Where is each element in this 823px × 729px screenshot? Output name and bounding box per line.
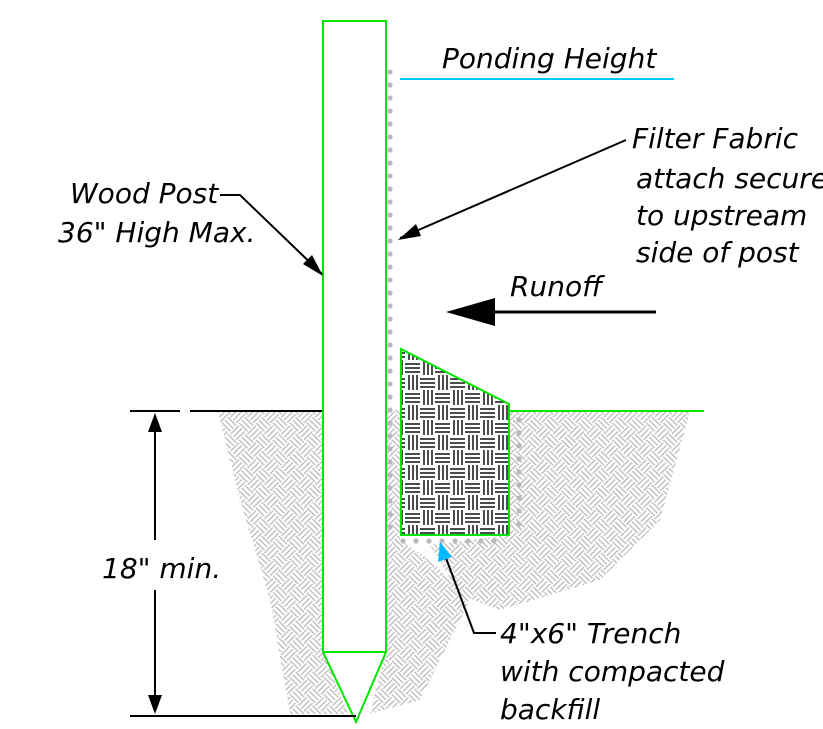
wood-post-leader-arrowhead xyxy=(303,255,323,276)
filter-fabric-leader-arrowhead xyxy=(398,224,421,240)
filter-fabric-dot xyxy=(516,469,522,475)
ponding-height-label: Ponding Height xyxy=(442,42,657,75)
filter-fabric-dot xyxy=(387,173,393,179)
wood-post-label-line2: 36" High Max. xyxy=(58,216,255,249)
soil-hatch-post-zone xyxy=(218,412,348,714)
filter-fabric-dot xyxy=(387,303,393,309)
dimension-arrowhead-bottom xyxy=(148,695,162,714)
filter-fabric-dot xyxy=(413,538,419,544)
filter-fabric-dot xyxy=(516,521,522,527)
filter-fabric-dot xyxy=(387,420,393,426)
filter-fabric-dot xyxy=(426,538,432,544)
filter-fabric-dot xyxy=(387,394,393,400)
filter-fabric-dot xyxy=(465,538,471,544)
filter-fabric-dot xyxy=(516,508,522,514)
filter-fabric-dot xyxy=(387,498,393,504)
filter-fabric-dot xyxy=(387,82,393,88)
filter-fabric-dot xyxy=(516,417,522,423)
wood-post-leader xyxy=(220,194,323,275)
filter-fabric-dot xyxy=(491,538,497,544)
filter-fabric-dot xyxy=(387,511,393,517)
soil-hatch-right-zone xyxy=(430,412,690,610)
filter-fabric-dot xyxy=(387,355,393,361)
filter-fabric-dot xyxy=(387,108,393,114)
filter-fabric-dot xyxy=(387,212,393,218)
dimension-arrowhead-top xyxy=(148,413,162,432)
runoff-label: Runoff xyxy=(510,270,605,303)
trench-label-line3: backfill xyxy=(500,693,600,726)
trench-label-line2: with compacted xyxy=(500,655,725,688)
filter-fabric-dot xyxy=(452,538,458,544)
filter-fabric-dot xyxy=(516,482,522,488)
wood-post-label-line1: Wood Post xyxy=(70,177,219,210)
filter-fabric-dot xyxy=(387,446,393,452)
filter-fabric-dot xyxy=(387,199,393,205)
trench-backfill-hatch xyxy=(400,347,510,536)
filter-fabric-dot xyxy=(387,134,393,140)
filter-fabric-dot xyxy=(387,225,393,231)
trench-label-line1: 4"x6" Trench xyxy=(500,617,681,650)
filter-fabric-dot xyxy=(387,186,393,192)
filter-fabric-dot xyxy=(387,329,393,335)
filter-fabric-dot xyxy=(439,538,445,544)
filter-fabric-dot xyxy=(387,160,393,166)
filter-fabric-dot xyxy=(387,69,393,75)
wood-post xyxy=(322,20,387,725)
filter-fabric-dot xyxy=(387,316,393,322)
filter-fabric-dot xyxy=(478,538,484,544)
soil-hatch-post-right xyxy=(370,410,470,714)
filter-fabric-dot xyxy=(387,524,393,530)
filter-fabric-dot xyxy=(387,264,393,270)
filter-fabric-dot xyxy=(387,485,393,491)
trench-leader-arrowhead xyxy=(438,542,452,562)
filter-fabric-dot xyxy=(516,456,522,462)
filter-fabric-dot xyxy=(387,147,393,153)
filter-fabric-dot xyxy=(516,495,522,501)
filter-fabric-dot xyxy=(387,277,393,283)
filter-fabric-dot xyxy=(387,121,393,127)
filter-fabric-label-line1: Filter Fabric xyxy=(632,122,799,155)
filter-fabric xyxy=(387,69,522,544)
filter-fabric-dot xyxy=(387,95,393,101)
filter-fabric-dot xyxy=(400,538,406,544)
depth-label: 18" min. xyxy=(102,552,221,585)
filter-fabric-dot xyxy=(387,238,393,244)
filter-fabric-dot xyxy=(387,407,393,413)
trench-leader xyxy=(445,557,496,634)
filter-fabric-label-line3: to upstream xyxy=(636,199,807,232)
filter-fabric-dot xyxy=(387,433,393,439)
filter-fabric-dot xyxy=(387,290,393,296)
filter-fabric-label-line4: side of post xyxy=(636,236,800,269)
filter-fabric-dot xyxy=(387,459,393,465)
filter-fabric-dot xyxy=(387,342,393,348)
runoff-arrowhead xyxy=(446,298,495,326)
filter-fabric-label-line2: attach securely xyxy=(636,162,823,195)
filter-fabric-dot xyxy=(516,430,522,436)
filter-fabric-leader xyxy=(399,139,627,239)
filter-fabric-dot xyxy=(516,443,522,449)
filter-fabric-dot xyxy=(387,368,393,374)
filter-fabric-dot xyxy=(387,251,393,257)
filter-fabric-dot xyxy=(387,472,393,478)
filter-fabric-dot xyxy=(387,381,393,387)
